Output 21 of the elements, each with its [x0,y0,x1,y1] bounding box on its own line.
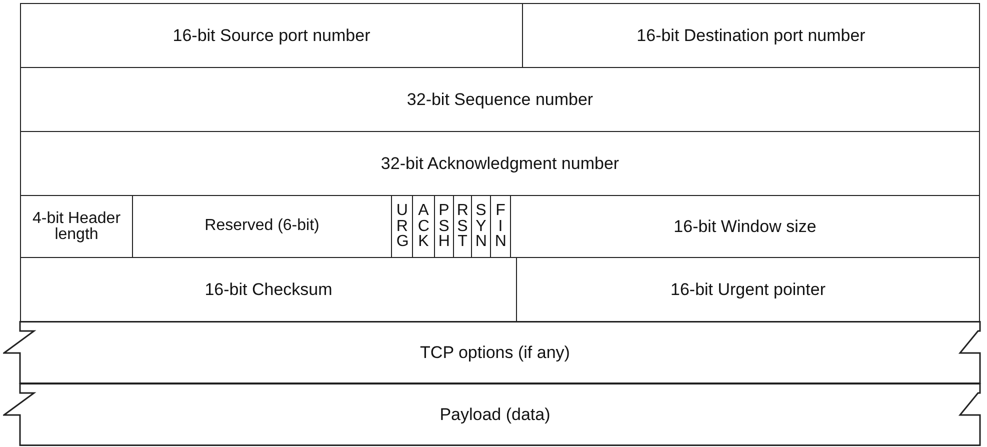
flag-label: ACK [418,202,430,250]
field-cell [20,131,980,196]
flag-label: URG [396,202,408,250]
flag-label: PSH [438,202,450,250]
field-label: 4-bit Header length [31,211,122,242]
flag-label: FIN [494,202,506,250]
field-cell [20,67,980,132]
flag-label: SYN [475,202,487,250]
field-label: 16-bit Window size [674,218,816,236]
field-label: 32-bit Sequence number [406,90,594,108]
flag-label: RST [456,202,468,250]
field-cell [20,3,523,68]
field-label: 16-bit Source port number [172,26,370,44]
field-label: 32-bit Acknowledgment number [380,154,620,172]
field-cell [522,3,980,68]
field-label: Payload (data) [440,406,550,424]
field-label: 16-bit Checksum [204,280,332,298]
field-label: Reserved (6-bit) [204,216,320,236]
field-label: 16-bit Urgent pointer [670,280,826,298]
field-label: 16-bit Destination port number [636,26,866,44]
field-label: TCP options (if any) [420,344,570,362]
